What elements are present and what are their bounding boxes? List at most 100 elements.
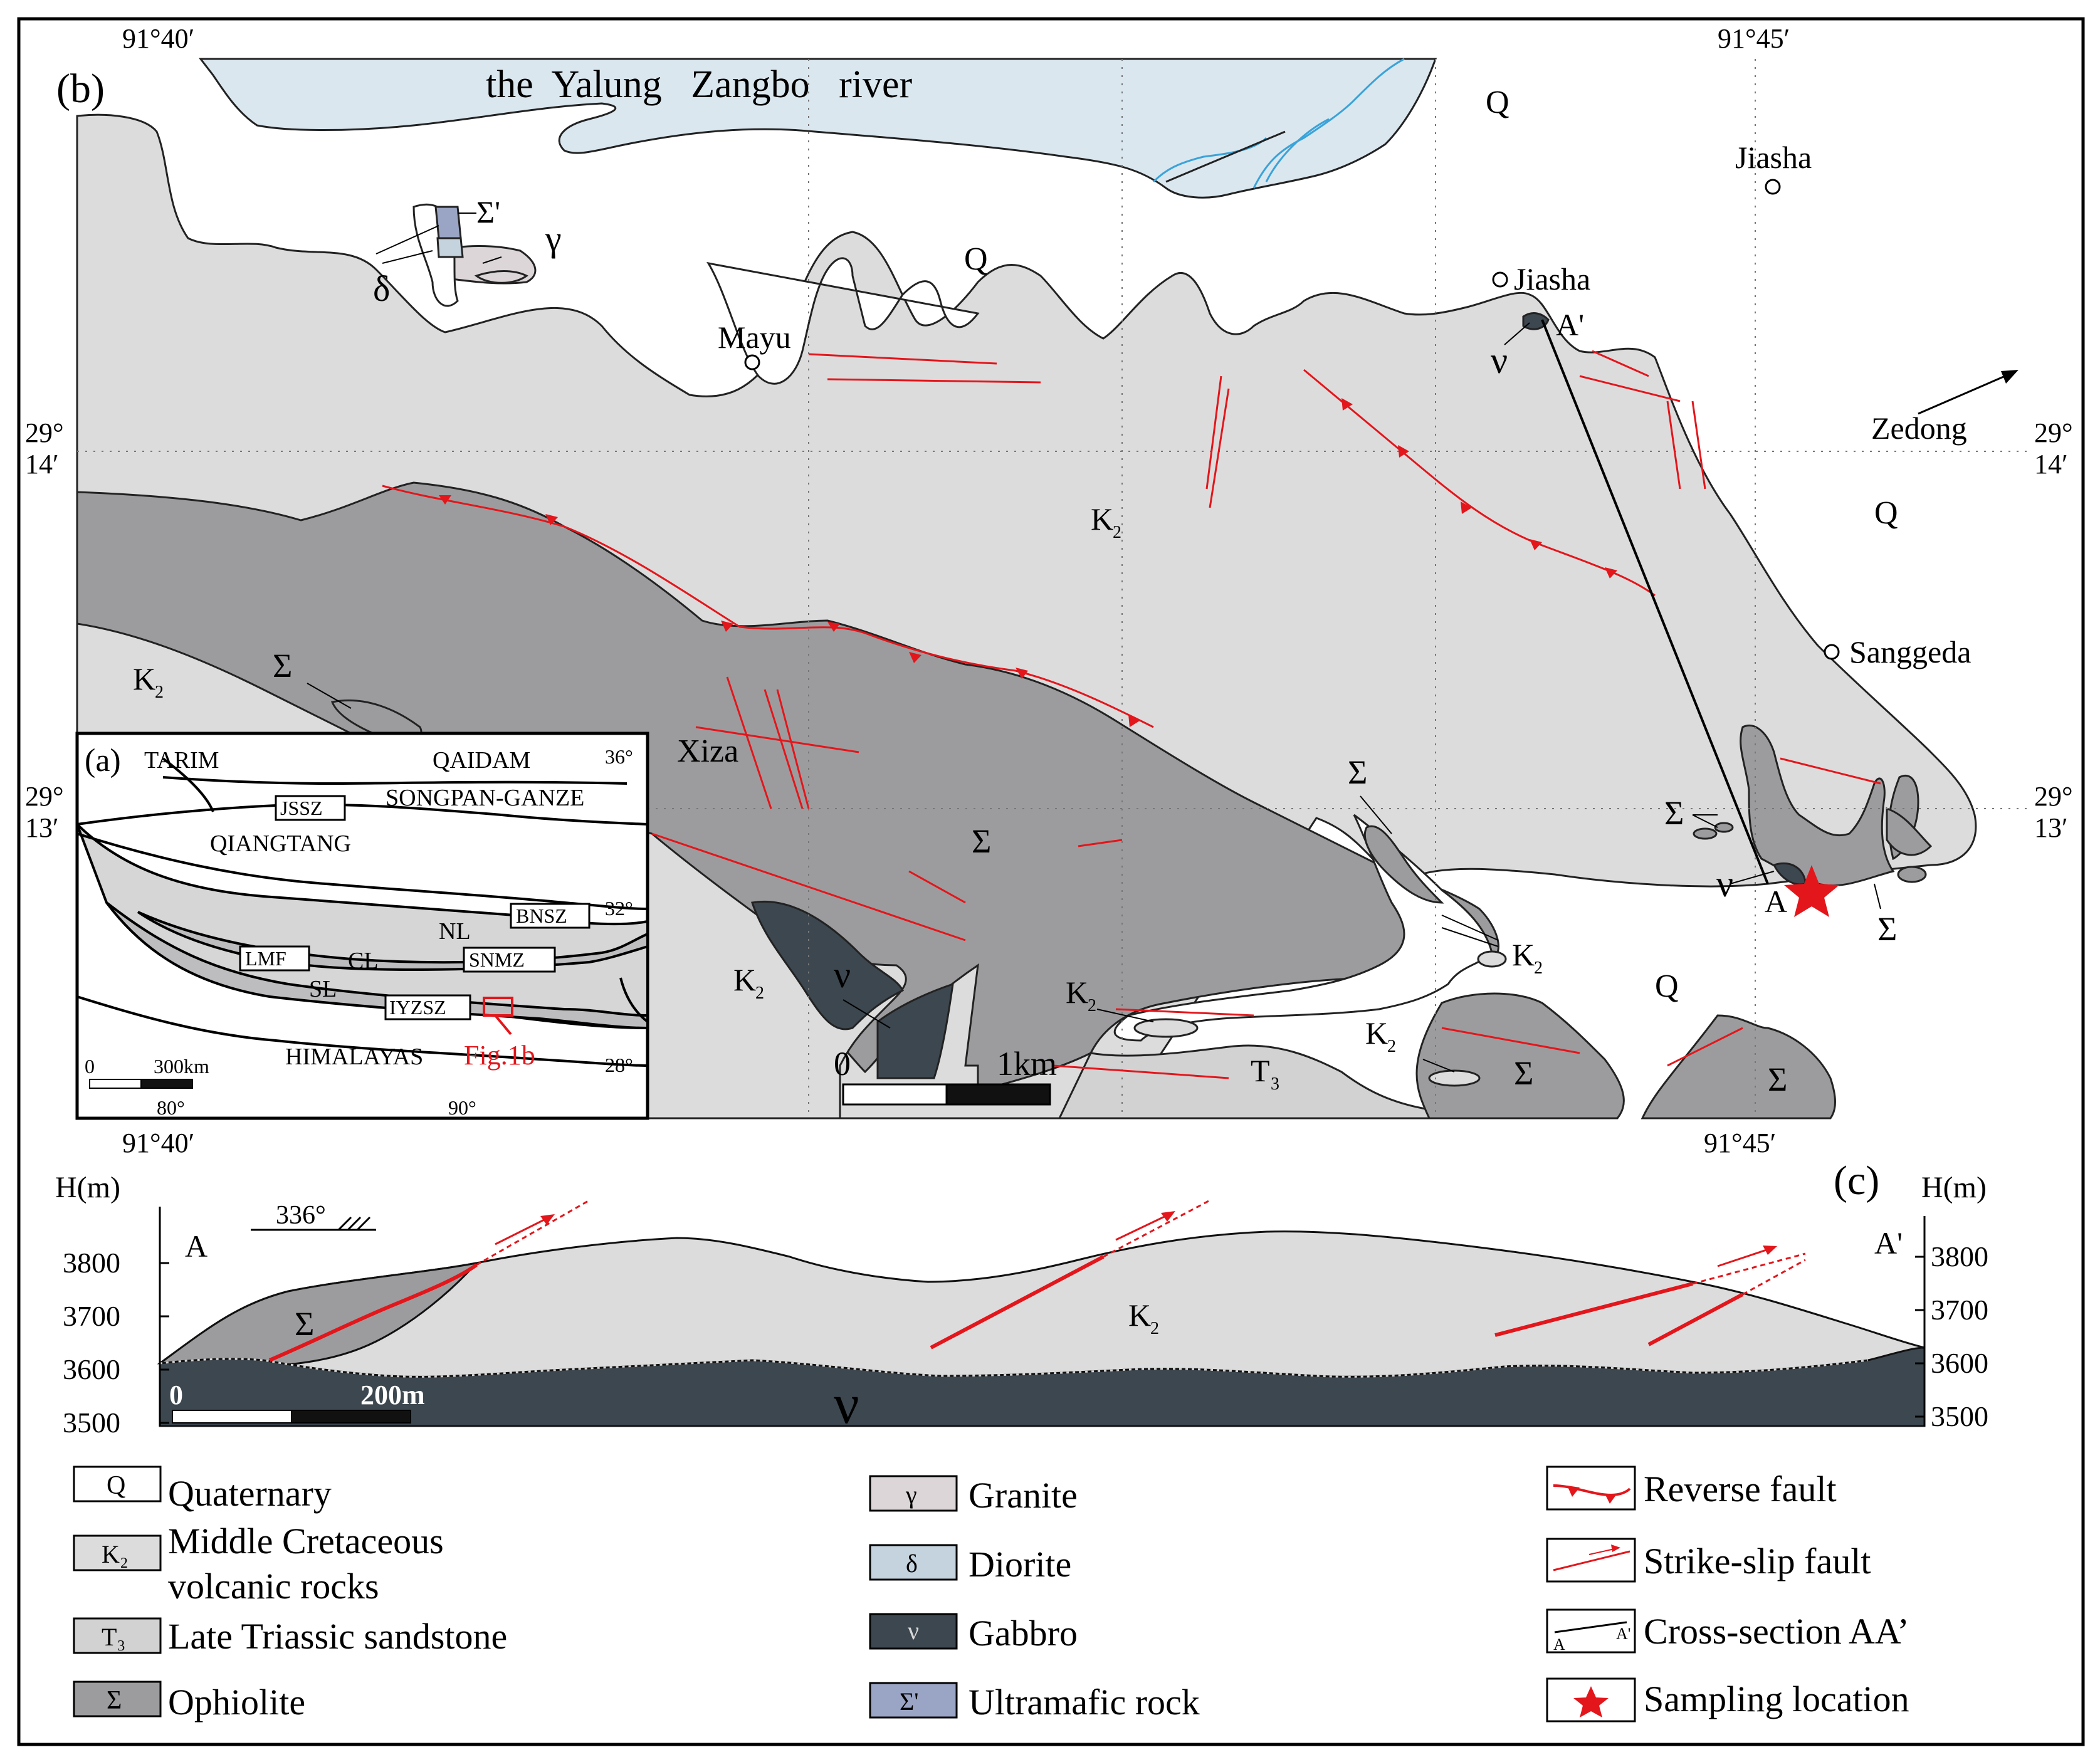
unit-k2-1: K 2 bbox=[1091, 501, 1121, 542]
legend-item-quaternary: Q Quaternary bbox=[73, 1466, 332, 1514]
place-marker-jiasha bbox=[1492, 271, 1508, 288]
unit-k2-4: K 2 bbox=[1512, 937, 1543, 978]
svg-text:0: 0 bbox=[169, 1380, 183, 1410]
place-mayu: Mayu bbox=[718, 320, 791, 355]
section-tick-left-3700: 3700 bbox=[63, 1300, 120, 1332]
svg-text:2: 2 bbox=[155, 683, 164, 702]
legend-item-reverse-fault: Reverse fault bbox=[1546, 1466, 1837, 1511]
inset-nl: NL bbox=[439, 918, 471, 945]
yalung-zangbo-river bbox=[198, 58, 1437, 199]
river-channel-1 bbox=[1252, 58, 1405, 189]
coord-lat-14-deg: 29° bbox=[25, 417, 64, 448]
river-name: the Yalung Zangbo river bbox=[486, 63, 913, 106]
svg-text:K: K bbox=[1365, 1015, 1388, 1051]
svg-text:1km: 1km bbox=[997, 1045, 1057, 1083]
svg-text:K: K bbox=[1066, 975, 1088, 1010]
unit-k2-2: K 2 bbox=[133, 661, 164, 702]
section-tick-right-3600: 3600 bbox=[1931, 1347, 1988, 1379]
section-tick-left-3600: 3600 bbox=[63, 1353, 120, 1385]
svg-text:0: 0 bbox=[834, 1045, 851, 1083]
svg-text:3: 3 bbox=[1271, 1074, 1279, 1094]
reverse-fault-central bbox=[382, 485, 1154, 728]
unit-k2-3: K 2 bbox=[733, 962, 764, 1003]
k2-lens-1 bbox=[1133, 1018, 1199, 1038]
section-tick-right-3500: 3500 bbox=[1931, 1400, 1988, 1432]
k2-lens-3 bbox=[1477, 950, 1507, 968]
svg-text:2: 2 bbox=[1150, 1319, 1159, 1338]
inset-songpan: SONGPAN-GANZE bbox=[386, 785, 584, 811]
ophiolite-lens-mid bbox=[1363, 825, 1444, 904]
svg-text:T₃: T₃ bbox=[102, 1623, 125, 1651]
unit-nu-3: ν bbox=[1716, 863, 1733, 905]
inset-bnsz: BNSZ bbox=[516, 905, 567, 927]
legend-item-gabbro: ν Gabbro bbox=[869, 1613, 1078, 1654]
zedong-arrow-head bbox=[2001, 370, 2019, 384]
unit-sigma-3: Σ bbox=[1348, 753, 1367, 791]
legend-item-sampling-location: Sampling location bbox=[1546, 1677, 1909, 1723]
svg-text:δ: δ bbox=[906, 1550, 918, 1578]
place-marker-jiasha-ne bbox=[1765, 179, 1781, 195]
inset-lmf: LMF bbox=[245, 947, 286, 970]
coord-lat-r13-min: 13′ bbox=[2034, 812, 2068, 843]
svg-text:Middle Cretaceous: Middle Cretaceous bbox=[168, 1521, 444, 1561]
inset-snmz: SNMZ bbox=[469, 948, 525, 971]
svg-text:K: K bbox=[1091, 501, 1113, 537]
svg-text:200m: 200m bbox=[360, 1380, 425, 1410]
svg-text:volcanic rocks: volcanic rocks bbox=[168, 1566, 379, 1607]
svg-text:300km: 300km bbox=[154, 1055, 209, 1078]
svg-text:ν: ν bbox=[908, 1617, 919, 1645]
inset-tarim: TARIM bbox=[144, 747, 219, 773]
section-strike-symbol: 336° bbox=[251, 1201, 376, 1231]
place-jiasha-ne: Jiasha bbox=[1735, 140, 1812, 175]
reverse-fault-central-teeth bbox=[439, 495, 1140, 727]
coord-lon-w-bottom: 91°40′ bbox=[122, 1128, 194, 1158]
ophiolite-pod-east3 bbox=[1886, 807, 1933, 856]
legend-item-strike-slip-fault: Strike-slip fault bbox=[1546, 1538, 1871, 1583]
unit-sigma-1: Σ bbox=[273, 647, 292, 684]
svg-text:2: 2 bbox=[755, 983, 764, 1003]
zedong-arrow-line bbox=[1918, 372, 2013, 415]
legend-item-ultramafic: Σ' Ultramafic rock bbox=[869, 1682, 1200, 1723]
svg-text:K: K bbox=[1512, 937, 1535, 972]
section-left-ticks bbox=[160, 1262, 169, 1424]
section-h-left: H(m) bbox=[55, 1171, 120, 1204]
cross-section-panel-c: (c) H(m) H(m) 3800 3700 3600 3500 3800 3… bbox=[55, 1158, 1988, 1439]
ophiolite-lenses-small bbox=[1693, 827, 1718, 840]
section-k2: K 2 bbox=[1128, 1298, 1159, 1338]
unit-q-3: Q bbox=[1874, 495, 1898, 531]
unit-q-1: Q bbox=[1486, 85, 1509, 120]
inset-lat36: 36° bbox=[605, 745, 633, 768]
unit-q-2: Q bbox=[964, 241, 988, 277]
svg-text:Gabbro: Gabbro bbox=[969, 1613, 1078, 1654]
inset-lat28: 28° bbox=[605, 1054, 633, 1076]
inset-study-area-box bbox=[483, 997, 513, 1017]
place-zedong: Zedong bbox=[1871, 411, 1967, 446]
section-faults bbox=[268, 1199, 1806, 1362]
svg-text:Cross-section AA’: Cross-section AA’ bbox=[1644, 1611, 1909, 1652]
legend: Q Quaternary K₂ Middle Cretaceous volcan… bbox=[73, 1466, 1909, 1723]
unit-nu-1: ν bbox=[1491, 340, 1508, 381]
svg-text:336°: 336° bbox=[276, 1201, 326, 1230]
section-sigma: Σ bbox=[295, 1305, 314, 1343]
unit-k2-6: K 2 bbox=[1365, 1015, 1396, 1056]
unit-sigma-5: Σ bbox=[1877, 910, 1897, 948]
panel-label-b: (b) bbox=[56, 66, 105, 112]
unit-sigma-prime: Σ' bbox=[476, 194, 500, 229]
inset-lon80: 80° bbox=[157, 1096, 185, 1119]
svg-text:0: 0 bbox=[85, 1055, 95, 1078]
map-scale-bar: 0 1km bbox=[834, 1045, 1057, 1106]
inset-lat32: 32° bbox=[605, 897, 633, 920]
svg-text:Q: Q bbox=[107, 1471, 125, 1500]
section-a-prime: A' bbox=[1874, 1225, 1903, 1261]
legend-item-diorite: δ Diorite bbox=[869, 1544, 1071, 1585]
unit-delta: δ bbox=[373, 268, 390, 309]
inset-himalayas: HIMALAYAS bbox=[285, 1044, 423, 1070]
coord-lon-e-top: 91°45′ bbox=[1718, 23, 1790, 54]
legend-star-icon bbox=[1573, 1686, 1609, 1717]
ophiolite-lens-small2 bbox=[1714, 822, 1734, 833]
coord-lon-w-top: 91°40′ bbox=[122, 23, 194, 54]
place-jiasha: Jiasha bbox=[1514, 261, 1590, 296]
strike-slip-faults bbox=[651, 350, 1881, 1079]
unit-sigma-7: Σ bbox=[1768, 1061, 1787, 1098]
